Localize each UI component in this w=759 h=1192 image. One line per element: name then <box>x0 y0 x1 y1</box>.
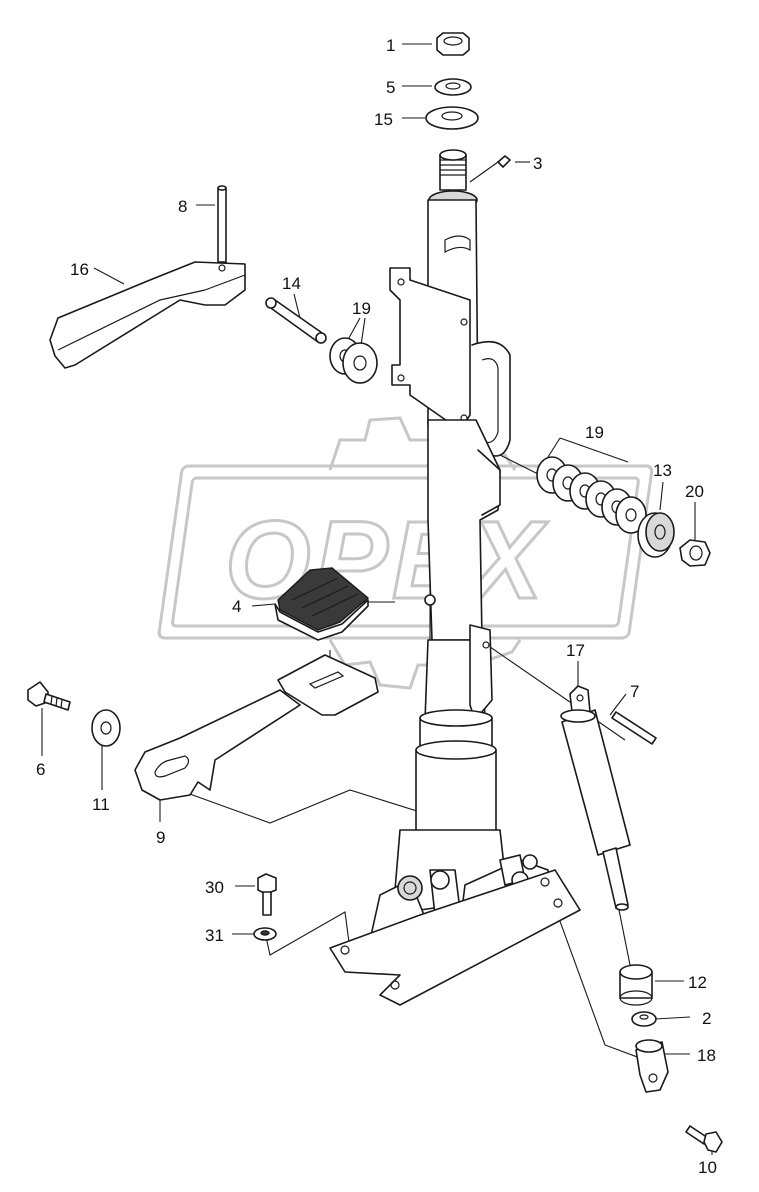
part-2-nut <box>631 1011 657 1027</box>
steering-column <box>389 149 511 850</box>
part-19-washer-stack <box>536 456 647 534</box>
callout-labels: 1 5 15 3 8 16 14 19 19 13 20 4 17 7 6 11… <box>36 36 717 1177</box>
part-20-nut <box>679 539 711 567</box>
callout-7: 7 <box>630 682 639 701</box>
callout-17: 17 <box>566 641 585 660</box>
part-14-shaft-pin <box>265 297 327 344</box>
watermark-brand: OPEX <box>225 499 548 622</box>
part-13-spacer <box>637 512 675 558</box>
part-6-bolt <box>27 681 71 711</box>
part-18-rod-end <box>635 1039 669 1093</box>
watermark-frame-outer <box>157 464 654 640</box>
part-5-washer <box>434 78 472 96</box>
callout-18: 18 <box>697 1046 716 1065</box>
callout-5: 5 <box>386 78 395 97</box>
callout-12: 12 <box>688 973 707 992</box>
callout-1: 1 <box>386 36 395 55</box>
part-9-pedal-arm <box>134 654 379 801</box>
part-30-bolt <box>257 873 277 916</box>
callout-31: 31 <box>205 926 224 945</box>
callout-13: 13 <box>653 461 672 480</box>
callout-30: 30 <box>205 878 224 897</box>
part-19-washers-left <box>329 337 378 384</box>
part-4-pedal-pad <box>274 567 370 641</box>
callout-19-left: 19 <box>352 299 371 318</box>
callout-15: 15 <box>374 110 393 129</box>
callout-3: 3 <box>533 154 542 173</box>
callout-9: 9 <box>156 828 165 847</box>
callout-20: 20 <box>685 482 704 501</box>
callout-2: 2 <box>702 1009 711 1028</box>
part-12-bushing <box>619 964 653 1006</box>
callout-16: 16 <box>70 260 89 279</box>
part-7-pin <box>611 711 657 745</box>
watermark-frame-inner <box>171 476 640 628</box>
part-31-washer <box>253 927 277 941</box>
part-8-pin <box>217 185 227 263</box>
base-bracket <box>329 829 581 1006</box>
callout-6: 6 <box>36 760 45 779</box>
callout-10: 10 <box>698 1158 717 1177</box>
part-1-nut <box>436 32 470 56</box>
callout-4: 4 <box>232 597 241 616</box>
callout-14: 14 <box>282 274 301 293</box>
callout-19-right: 19 <box>585 423 604 442</box>
part-3-key <box>497 155 511 168</box>
callout-11: 11 <box>92 795 110 814</box>
part-11-washer <box>91 709 121 747</box>
part-16-lever-handle <box>49 261 246 369</box>
part-10-bolt <box>685 1125 723 1153</box>
part-15-large-washer <box>425 106 479 130</box>
part-17-gas-spring <box>560 685 631 911</box>
callout-8: 8 <box>178 197 187 216</box>
